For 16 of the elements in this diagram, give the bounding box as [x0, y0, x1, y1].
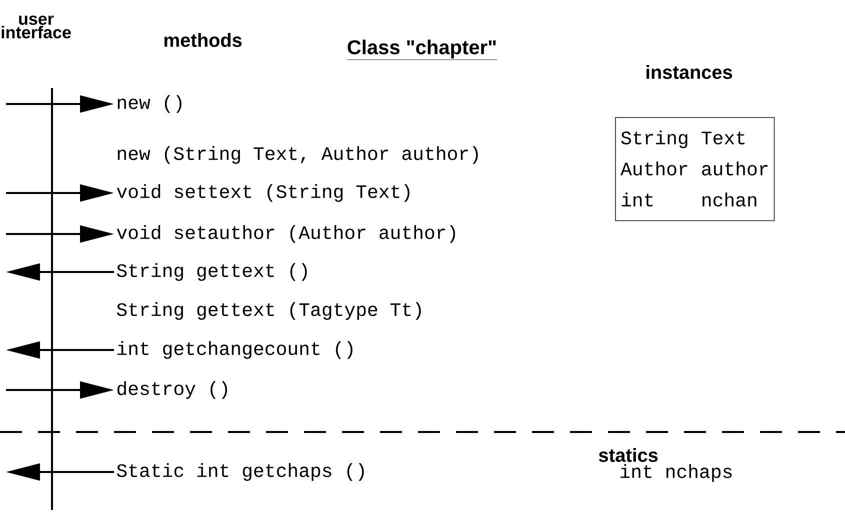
instance-table: String Text Author author int nchan	[615, 117, 775, 222]
method-text: Static int getchaps ()	[116, 463, 364, 481]
method-text: destroy ()	[118, 381, 227, 399]
methods-heading: methods	[164, 33, 242, 47]
method-text: void settext (String Text)	[116, 184, 410, 202]
statics-heading: statics	[598, 448, 658, 462]
instances-heading: instances	[646, 65, 732, 79]
method-text: void setauthor (Author author)	[116, 225, 455, 243]
static-field-text: int nchaps	[620, 464, 732, 482]
method-text: String gettext ()	[116, 263, 307, 281]
method-text: new ()	[118, 95, 182, 113]
method-text: new (String Text, Author author)	[118, 146, 478, 164]
method-text: int getchangecount ()	[118, 341, 352, 359]
user-interface-heading: user interface	[2, 16, 71, 38]
title: Class "chapter"	[346, 40, 498, 60]
method-text: String gettext (Tagtype Tt)	[116, 302, 421, 320]
